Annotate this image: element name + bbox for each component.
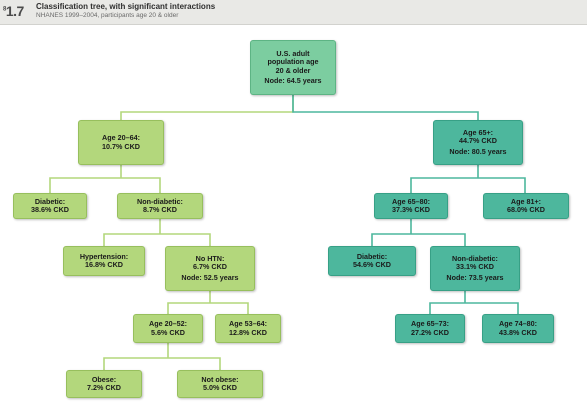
- node-age-53-64: Age 53–64: 12.8% CKD: [215, 314, 281, 343]
- hypertension-label: Hypertension:: [79, 251, 129, 261]
- age-74-80-value: 43.8% CKD: [499, 327, 537, 337]
- figure-header: 81.7 Classification tree, with significa…: [0, 0, 587, 25]
- node-nondiabetic-right: Non-diabetic: 33.1% CKD Node: 73.5 years: [430, 246, 520, 291]
- age-20-64-label: Age 20–64:: [102, 133, 140, 143]
- age-65-80-label: Age 65–80:: [392, 196, 430, 206]
- diabetic-left-label: Diabetic:: [34, 196, 66, 206]
- diabetic-right-value: 54.6% CKD: [353, 260, 391, 269]
- connector-65-80-children: [371, 219, 466, 246]
- no-htn-label: No HTN:: [195, 253, 225, 263]
- connector-nondiabetic-children: [103, 219, 211, 246]
- no-htn-split: Node: 52.5 years: [181, 272, 239, 282]
- nondiabetic-left-label: Non-diabetic:: [137, 196, 183, 206]
- diabetic-left-value: 38.6% CKD: [31, 205, 69, 214]
- figure-number-prefix: 8: [3, 6, 6, 13]
- node-age-20-52: Age 20–52: 5.6% CKD: [133, 314, 203, 343]
- age-20-64-value: 10.7% CKD: [102, 141, 140, 151]
- not-obese-value: 5.0% CKD: [203, 383, 237, 392]
- nondiabetic-right-value: 33.1% CKD: [456, 262, 494, 272]
- node-root: U.S. adult population age 20 & older Nod…: [250, 40, 336, 95]
- node-not-obese: Not obese: 5.0% CKD: [177, 370, 263, 398]
- connector-20-52-children: [103, 343, 221, 370]
- node-diabetic-right: Diabetic: 54.6% CKD: [328, 246, 416, 276]
- figure-number: 81.7: [3, 3, 24, 19]
- connector-root-right: [292, 95, 479, 120]
- age-65-73-label: Age 65–73:: [411, 319, 449, 329]
- figure-title: Classification tree, with significant in…: [36, 2, 216, 11]
- node-no-htn: No HTN: 6.7% CKD Node: 52.5 years: [165, 246, 255, 291]
- no-htn-value: 6.7% CKD: [193, 262, 227, 272]
- age-20-52-value: 5.6% CKD: [151, 327, 185, 337]
- node-age-81plus: Age 81+: 68.0% CKD: [483, 193, 569, 219]
- node-age-65-80: Age 65–80: 37.3% CKD: [374, 193, 448, 219]
- connector-nondiabetic-r-children: [429, 291, 519, 314]
- age-65-73-value: 27.2% CKD: [411, 327, 449, 337]
- nondiabetic-right-split: Node: 73.5 years: [446, 272, 504, 282]
- age-20-52-label: Age 20–52:: [149, 319, 187, 329]
- not-obese-label: Not obese:: [201, 374, 239, 384]
- root-line-3: 20 & older: [275, 65, 311, 75]
- node-diabetic-left: Diabetic: 38.6% CKD: [13, 193, 87, 219]
- age-65-80-value: 37.3% CKD: [392, 205, 430, 214]
- age-65plus-label: Age 65+:: [462, 127, 494, 137]
- figure-number-value: 1.7: [5, 3, 24, 19]
- age-65plus-value: 44.7% CKD: [459, 136, 497, 146]
- age-53-64-label: Age 53–64:: [229, 319, 267, 329]
- hypertension-value: 16.8% CKD: [85, 260, 123, 269]
- age-53-64-value: 12.8% CKD: [229, 327, 267, 337]
- connector-nohtn-children: [167, 291, 249, 314]
- node-nondiabetic-left: Non-diabetic: 8.7% CKD: [117, 193, 203, 219]
- node-age-74-80: Age 74–80: 43.8% CKD: [482, 314, 554, 343]
- connector-root-left: [120, 95, 294, 120]
- diabetic-right-label: Diabetic:: [356, 251, 388, 261]
- root-line-2: population age: [267, 57, 319, 67]
- node-age-20-64: Age 20–64: 10.7% CKD: [78, 120, 164, 165]
- age-65plus-split: Node: 80.5 years: [449, 146, 507, 156]
- age-74-80-label: Age 74–80:: [499, 319, 537, 329]
- connector-65plus-children: [410, 165, 526, 193]
- root-split: Node: 64.5 years: [264, 75, 322, 85]
- nondiabetic-right-label: Non-diabetic:: [452, 253, 498, 263]
- obese-label: Obese:: [91, 374, 117, 384]
- root-line-1: U.S. adult: [276, 48, 310, 58]
- age-81plus-label: Age 81+:: [510, 196, 542, 206]
- obese-value: 7.2% CKD: [87, 383, 121, 392]
- node-hypertension: Hypertension: 16.8% CKD: [63, 246, 145, 276]
- node-age-65plus: Age 65+: 44.7% CKD Node: 80.5 years: [433, 120, 523, 165]
- connector-20-64-children: [49, 165, 161, 193]
- figure-subtitle: NHANES 1999–2004, participants age 20 & …: [36, 12, 179, 19]
- node-age-65-73: Age 65–73: 27.2% CKD: [395, 314, 465, 343]
- age-81plus-value: 68.0% CKD: [507, 205, 545, 214]
- node-obese: Obese: 7.2% CKD: [66, 370, 142, 398]
- nondiabetic-left-value: 8.7% CKD: [143, 205, 177, 214]
